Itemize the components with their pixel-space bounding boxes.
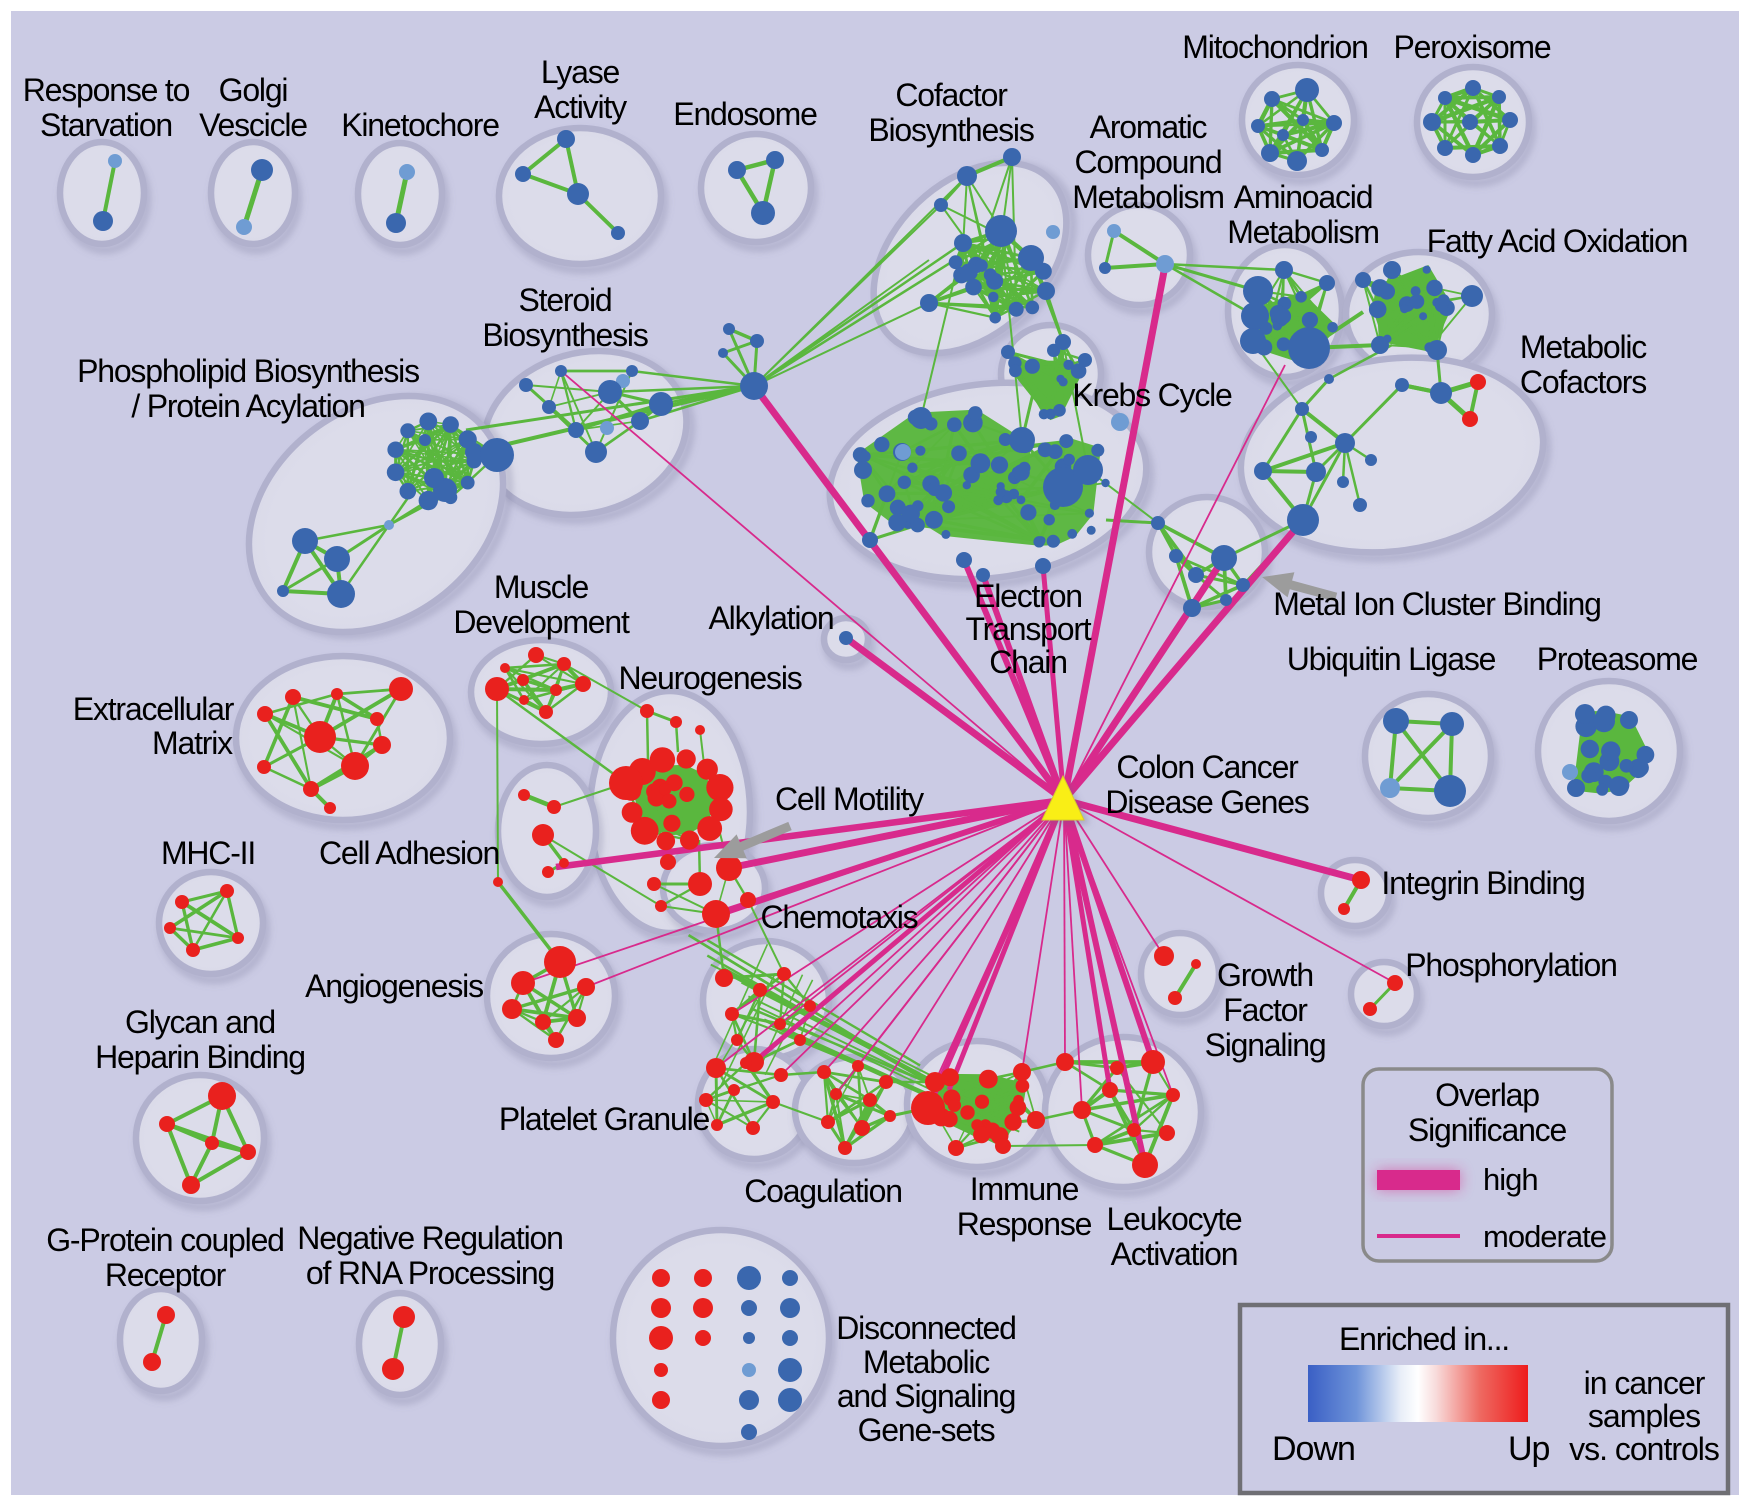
svg-text:Neurogenesis: Neurogenesis (618, 660, 801, 696)
svg-text:Metal Ion Cluster Binding: Metal Ion Cluster Binding (1273, 586, 1601, 622)
svg-text:Ubiquitin Ligase: Ubiquitin Ligase (1287, 641, 1496, 677)
svg-text:Extracellular: Extracellular (73, 691, 235, 727)
svg-text:Matrix: Matrix (152, 725, 233, 761)
svg-text:moderate: moderate (1483, 1219, 1606, 1254)
svg-text:Platelet Granule: Platelet Granule (499, 1101, 710, 1137)
svg-text:Endosome: Endosome (673, 96, 817, 132)
svg-text:Enriched in...: Enriched in... (1339, 1321, 1509, 1357)
svg-text:Kinetochore: Kinetochore (341, 107, 499, 143)
svg-text:Down: Down (1272, 1430, 1355, 1468)
svg-text:MHC-II: MHC-II (161, 835, 255, 871)
svg-text:Fatty Acid Oxidation: Fatty Acid Oxidation (1427, 223, 1688, 259)
svg-text:Peroxisome: Peroxisome (1394, 29, 1551, 65)
svg-text:Chemotaxis: Chemotaxis (761, 899, 918, 935)
svg-text:Phosphorylation: Phosphorylation (1405, 947, 1617, 983)
svg-text:Coagulation: Coagulation (744, 1173, 902, 1209)
svg-text:Mitochondrion: Mitochondrion (1182, 29, 1367, 65)
svg-text:Cell Motility: Cell Motility (775, 781, 924, 817)
svg-text:Cell Adhesion: Cell Adhesion (319, 835, 499, 871)
svg-text:Krebs Cycle: Krebs Cycle (1072, 377, 1232, 413)
svg-text:Proteasome: Proteasome (1537, 641, 1698, 677)
svg-text:Alkylation: Alkylation (709, 600, 834, 636)
svg-text:Up: Up (1508, 1430, 1550, 1468)
svg-text:Integrin Binding: Integrin Binding (1381, 865, 1584, 901)
svg-text:high: high (1483, 1162, 1538, 1197)
svg-text:Angiogenesis: Angiogenesis (305, 968, 483, 1004)
